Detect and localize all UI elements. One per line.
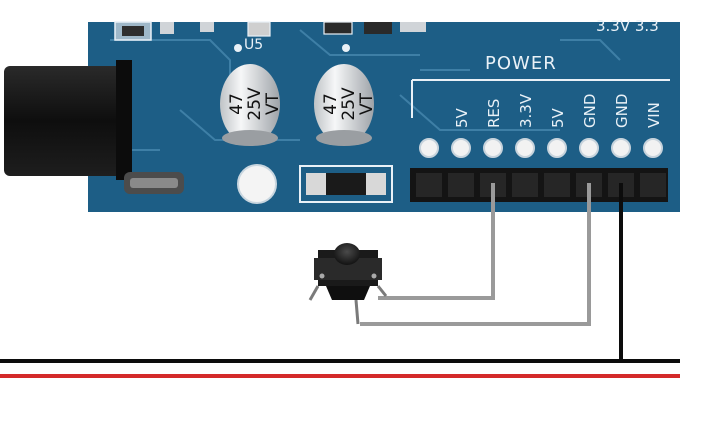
- regulator-label: U5: [244, 37, 263, 53]
- capacitor-2-voltage: 25V: [339, 87, 359, 121]
- smd-diode: [299, 165, 393, 203]
- corner-label: 3.3V 3.3: [596, 17, 659, 35]
- capacitor-1-series: VT: [263, 92, 283, 115]
- pin-label-gnd: GND: [581, 94, 599, 128]
- pin-hole: [451, 138, 471, 158]
- female-header: [410, 168, 668, 202]
- wire-gnd-button: [360, 183, 591, 326]
- pin-hole: [611, 138, 631, 158]
- capacitor-1-voltage: 25V: [245, 87, 265, 121]
- mounting-hole: [237, 164, 277, 204]
- pin-hole: [483, 138, 503, 158]
- pin-label-res: RES: [485, 99, 503, 128]
- pin-label-gnd: GND: [613, 94, 631, 128]
- pin-hole: [547, 138, 567, 158]
- wire-res: [378, 183, 495, 300]
- capacitor-2: 47 25V VT: [314, 64, 377, 146]
- pin-hole: [579, 138, 599, 158]
- smd-components: [114, 21, 426, 52]
- pin-label-5v: 5V: [453, 107, 471, 128]
- pin-label-3-3v: 3.3V: [517, 93, 535, 128]
- pin-label-5v: 5V: [549, 107, 567, 128]
- capacitor-1-value: 47: [227, 93, 247, 115]
- wires: [0, 183, 680, 378]
- push-button-icon: [308, 243, 388, 325]
- pin-label-vin: VIN: [645, 102, 663, 128]
- pin-hole: [643, 138, 663, 158]
- capacitor-2-value: 47: [321, 93, 341, 115]
- pin-labels: 5V RES 3.3V 5V GND GND VIN: [453, 93, 663, 128]
- dc-barrel-jack-icon: [4, 60, 184, 194]
- power-header-title: POWER: [485, 53, 557, 74]
- pin-holes: [419, 138, 663, 158]
- pin-hole: [515, 138, 535, 158]
- capacitor-2-series: VT: [357, 92, 377, 115]
- capacitor-1: 47 25V VT: [220, 64, 283, 146]
- pin-hole: [419, 138, 439, 158]
